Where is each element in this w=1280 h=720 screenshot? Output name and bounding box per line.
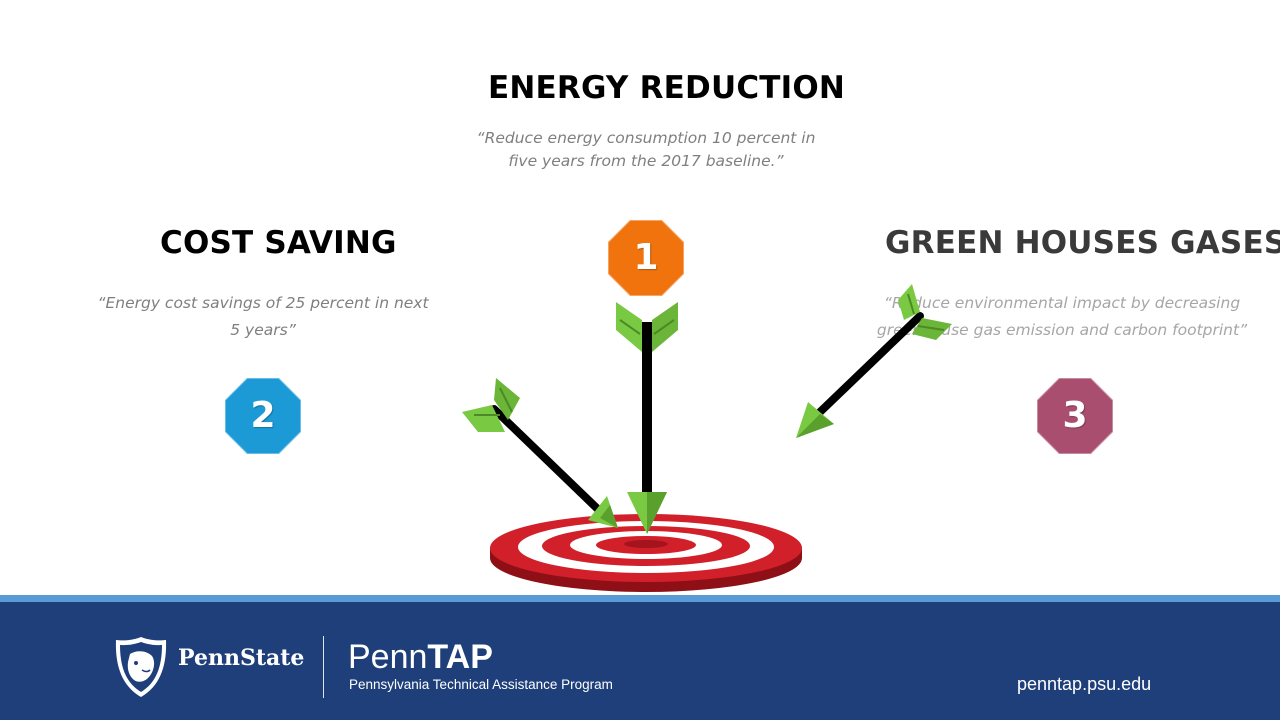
badge-3: 3 bbox=[1036, 377, 1114, 455]
greenhouse-gases-title: GREEN HOUSES GASES bbox=[885, 225, 1280, 261]
arrow-icon bbox=[462, 378, 618, 528]
badge-2-number: 2 bbox=[250, 395, 276, 436]
octagon-badge-icon bbox=[1036, 377, 1114, 455]
penntap-prefix: Penn bbox=[348, 638, 428, 676]
badge-1-number: 1 bbox=[633, 237, 659, 278]
cost-saving-title: COST SAVING bbox=[160, 225, 397, 261]
ghg-quote-line-1: “Reduce environmental impact by decreasi… bbox=[883, 294, 1241, 312]
arrow-icon bbox=[616, 302, 678, 534]
energy-reduction-title: ENERGY REDUCTION bbox=[488, 70, 846, 106]
badge-1: 1 bbox=[607, 219, 685, 297]
footer: PennState PennTAP Pennsylvania Technical… bbox=[0, 602, 1280, 720]
octagon-badge-icon bbox=[607, 219, 685, 297]
nittany-lion-shield-icon bbox=[115, 637, 167, 697]
ghg-quote-line-2: greenhouse gas emission and carbon footp… bbox=[876, 321, 1248, 339]
cost-saving-quote: “Energy cost savings of 25 percent in ne… bbox=[88, 290, 438, 344]
energy-quote-line-2: five years from the 2017 baseline.” bbox=[508, 152, 784, 170]
penntap-logo-text: PennTAP bbox=[348, 638, 493, 677]
footer-url: penntap.psu.edu bbox=[1017, 674, 1152, 694]
logo-divider bbox=[323, 636, 324, 698]
badge-2: 2 bbox=[224, 377, 302, 455]
octagon-badge-icon bbox=[224, 377, 302, 455]
badge-3-number: 3 bbox=[1062, 395, 1088, 436]
cost-quote-line-2: 5 years” bbox=[230, 321, 296, 339]
footer-stripe bbox=[0, 595, 1280, 602]
energy-quote-line-1: “Reduce energy consumption 10 percent in bbox=[476, 129, 816, 147]
energy-reduction-quote: “Reduce energy consumption 10 percent in… bbox=[456, 127, 836, 173]
penntap-subtitle: Pennsylvania Technical Assistance Progra… bbox=[349, 677, 613, 692]
pennstate-logo-text: PennState bbox=[178, 645, 305, 671]
penntap-suffix: TAP bbox=[427, 638, 493, 676]
greenhouse-gases-quote: “Reduce environmental impact by decreasi… bbox=[858, 290, 1266, 344]
cost-quote-line-1: “Energy cost savings of 25 percent in ne… bbox=[97, 294, 429, 312]
target-board bbox=[490, 514, 802, 592]
